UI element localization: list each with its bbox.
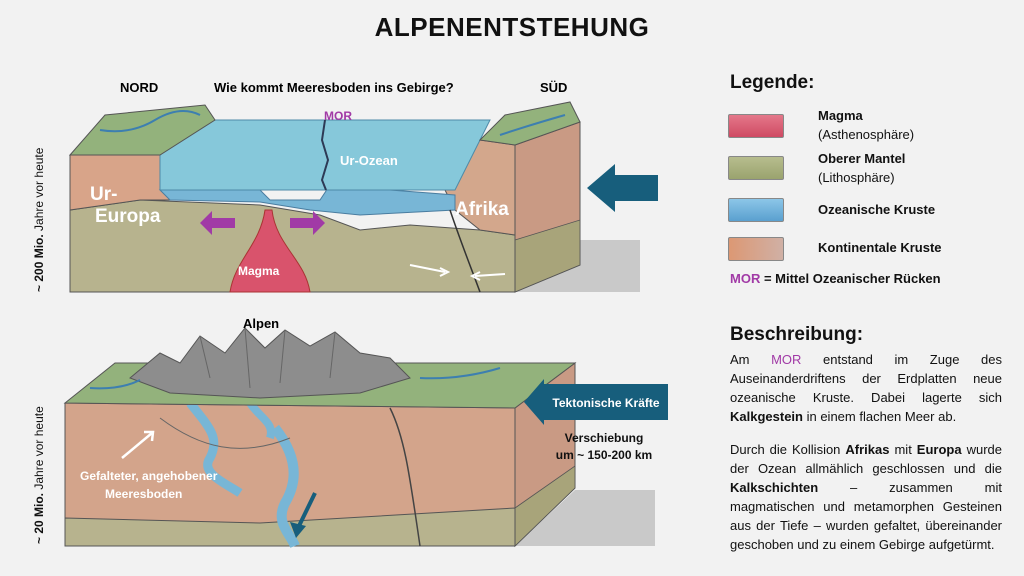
white-arrow bbox=[474, 273, 506, 277]
description-paragraph-1: Am MOR entstand im Zuge des Auseinanderd… bbox=[730, 352, 1002, 424]
legend-item-sub: (Asthenosphäre) bbox=[818, 127, 915, 142]
label-meeresboden: Meeresboden bbox=[105, 487, 182, 501]
pointer-arrow bbox=[121, 432, 153, 459]
river bbox=[499, 114, 566, 136]
push-arrow-top bbox=[587, 164, 658, 212]
legend-item-name: Magma bbox=[818, 108, 863, 123]
legend-swatch-continental-crust bbox=[728, 237, 784, 261]
legend-swatch-mantle bbox=[728, 156, 784, 180]
ocean-crust bbox=[158, 184, 456, 216]
label-gefalteter: Gefalteter, angehobener bbox=[80, 469, 218, 483]
subduction-line bbox=[449, 209, 481, 293]
shift-label: Verschiebung um ~ 150-200 km bbox=[555, 431, 653, 462]
label-ur: Ur- bbox=[90, 184, 117, 205]
label-magma: Magma bbox=[238, 264, 280, 278]
label-mor: MOR bbox=[324, 109, 352, 123]
label-sued: SÜD bbox=[540, 80, 567, 95]
bottom-block-diagram: Alpen Gefalteter, angehobener Meeresbode… bbox=[63, 318, 655, 549]
folded-ocean-crust bbox=[271, 424, 300, 549]
legend-item-name: Oberer Mantel bbox=[818, 151, 906, 166]
white-arrow bbox=[409, 264, 446, 273]
label-nord: NORD bbox=[120, 80, 158, 95]
folded-ocean-crust bbox=[186, 400, 243, 497]
block-shadow bbox=[515, 490, 655, 546]
label-europa: Europa bbox=[95, 206, 161, 227]
label-afrika: Afrika bbox=[455, 199, 509, 220]
river bbox=[99, 110, 201, 133]
label-ur-ozean: Ur-Ozean bbox=[340, 153, 398, 168]
river bbox=[89, 379, 141, 390]
time-label-top: ~ 200 Mio. Jahre vor heute bbox=[32, 147, 46, 292]
description-paragraph-2: Durch die Kollision Afrikas mit Europa w… bbox=[730, 442, 1002, 552]
legend-swatch-magma bbox=[728, 114, 784, 138]
top-block-diagram: NORD SÜD Wie kommt Meeresboden ins Gebir… bbox=[68, 80, 640, 293]
legend-title: Legende: bbox=[730, 72, 815, 93]
page-title: ALPENENTSTEHUNG bbox=[374, 12, 650, 42]
ridge-line bbox=[320, 119, 330, 191]
legend-item-sub: (Lithosphäre) bbox=[818, 170, 895, 185]
europa-land bbox=[68, 104, 216, 156]
ocean-surface bbox=[159, 119, 491, 191]
legend-item-name: Kontinentale Kruste bbox=[818, 240, 942, 255]
folded-ocean-crust bbox=[246, 400, 275, 440]
label-tektonische: Tektonische Kräfte bbox=[552, 396, 659, 410]
diagram-question: Wie kommt Meeresboden ins Gebirge? bbox=[214, 80, 454, 95]
label-alpen: Alpen bbox=[243, 318, 279, 331]
river bbox=[419, 367, 501, 380]
mantle-layer bbox=[69, 199, 516, 293]
time-label-bottom: ~ 20 Mio. Jahre vor heute bbox=[32, 406, 46, 544]
legend-mor-definition: MOR = Mittel Ozeanischer Rücken bbox=[730, 271, 941, 286]
tectonic-arrow: Tektonische Kräfte bbox=[524, 379, 668, 425]
spreading-arrow-left bbox=[200, 211, 235, 235]
description-title: Beschreibung: bbox=[730, 324, 864, 345]
description-text: Am MOR entstand im Zuge des Auseinanderd… bbox=[730, 350, 1002, 568]
fold-line bbox=[159, 417, 291, 449]
legend-item-name: Ozeanische Kruste bbox=[818, 202, 936, 217]
spreading-arrow-right bbox=[290, 211, 325, 235]
magma-plume bbox=[229, 209, 311, 293]
down-arrow bbox=[296, 492, 317, 529]
fault-line bbox=[389, 407, 421, 547]
alps-mountains bbox=[129, 327, 411, 399]
legend-swatch-ocean-crust bbox=[728, 198, 784, 222]
